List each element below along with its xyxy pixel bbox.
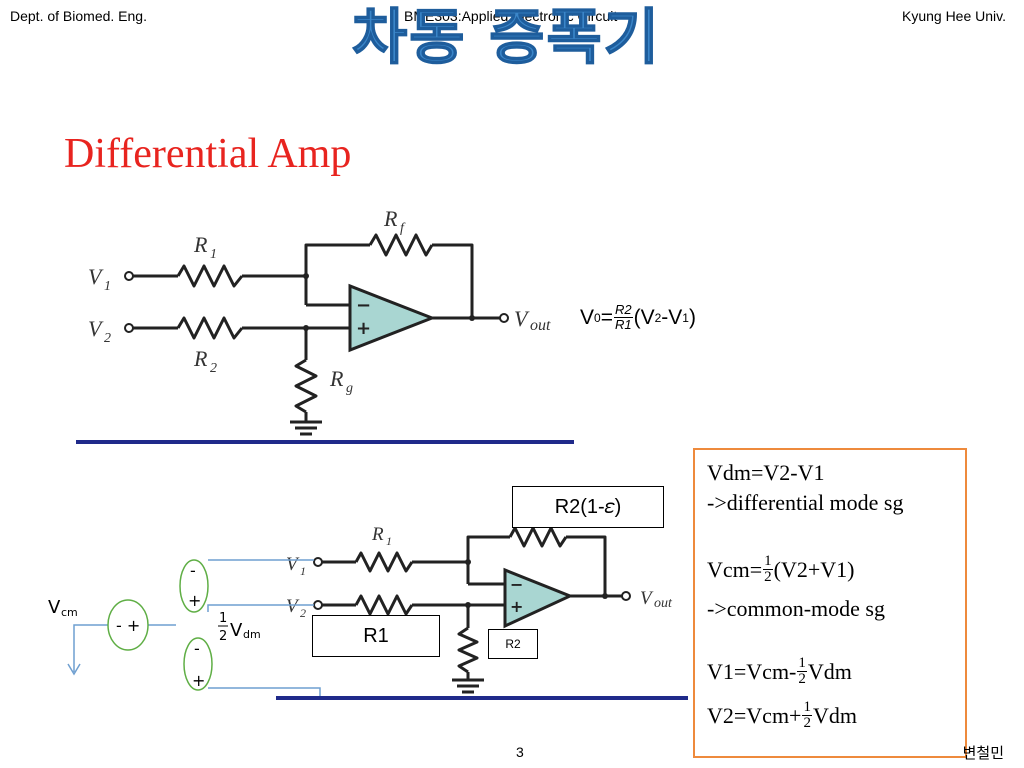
v1-def-post: Vdm xyxy=(807,658,852,684)
bottom-circuit-diagram: V 1 V 2 R 1 V out − + - + - + - + V cm 1… xyxy=(48,524,673,698)
top-circuit-diagram: V 1 V 2 R 1 R 2 R f R g V out − + xyxy=(88,206,551,436)
header-course: BME303:Applied Electronic Circuit xyxy=(404,8,618,24)
top-r1-label: R xyxy=(193,232,208,257)
top-rf-sub: f xyxy=(400,221,406,236)
top-r2-sub: 2 xyxy=(210,361,217,376)
differential-mode-note: ->differential mode sg xyxy=(707,490,904,515)
top-v2-sub: 2 xyxy=(104,331,111,346)
formula-lhs-sub: 0 xyxy=(594,310,601,325)
section-divider xyxy=(76,440,574,444)
bottom-v2-sub: 2 xyxy=(300,606,306,620)
top-opamp-plus: + xyxy=(356,318,371,339)
formula-eq: = xyxy=(600,305,613,329)
diff-source-top xyxy=(179,559,209,613)
bottom-vout-sub: out xyxy=(654,596,673,611)
header-dept: Dept. of Biomed. Eng. xyxy=(10,8,147,24)
formula-paren-open: (V xyxy=(633,305,655,329)
v2-def-den: 2 xyxy=(803,715,811,731)
common-mode-source xyxy=(107,599,149,651)
formula-dash: -V xyxy=(661,305,683,329)
top-v1-sub: 1 xyxy=(104,279,111,294)
vcm-def-pre: Vcm= xyxy=(707,556,763,582)
diff-bottom-plus: + xyxy=(192,671,205,690)
top-v2-label: V xyxy=(88,316,104,341)
common-mode-note: ->common-mode sg xyxy=(707,596,885,621)
v1-def-num: 1 xyxy=(797,655,807,672)
top-opamp xyxy=(348,283,437,353)
diff-source-bottom xyxy=(183,637,213,691)
author-name: 변철민 xyxy=(962,744,1004,762)
bottom-r1-label: R xyxy=(371,524,384,545)
vdm-label: V xyxy=(230,620,243,641)
top-r1-sub: 1 xyxy=(210,247,217,262)
top-v1-label: V xyxy=(88,264,104,289)
r2-box: R2 xyxy=(488,629,538,659)
header-university: Kyung Hee Univ. xyxy=(901,8,1006,24)
formula-denominator: R1 xyxy=(614,317,632,332)
vcm-def-post: (V2+V1) xyxy=(773,556,855,582)
r1-box: R1 xyxy=(312,615,440,657)
top-rg-sub: g xyxy=(346,381,353,396)
formula-sub1: 1 xyxy=(682,310,689,325)
v1-def-pre: V1=Vcm- xyxy=(707,658,797,684)
common-mode-source-sign: - + xyxy=(116,616,140,635)
vdm-numerator: 1 xyxy=(219,611,227,626)
formula-numerator: R2 xyxy=(613,302,633,318)
bottom-r1-sub: 1 xyxy=(386,534,392,548)
v2-def-pre: V2=Vcm+ xyxy=(707,702,802,728)
bottom-v1-label: V xyxy=(286,554,300,575)
diff-top-plus: + xyxy=(188,591,201,610)
title-korean: 차동 증폭기 xyxy=(351,2,661,74)
formula-paren-close: ) xyxy=(688,305,696,329)
vcm-sub: cm xyxy=(61,606,78,619)
v2-def-post: Vdm xyxy=(812,702,857,728)
formula-sub2: 2 xyxy=(654,310,662,325)
vdm-definition: Vdm=V2-V1 xyxy=(707,460,825,485)
bottom-v2-label: V xyxy=(286,596,300,617)
bottom-opamp xyxy=(503,567,574,629)
bottom-vout-label: V xyxy=(640,588,654,609)
bottom-opamp-plus: + xyxy=(510,597,523,616)
bottom-v1-sub: 1 xyxy=(300,564,306,578)
top-rg-label: R xyxy=(329,366,344,391)
formula-lhs: V xyxy=(580,305,595,329)
vdm-sub: dm xyxy=(243,628,261,641)
formula-fraction: R2 R1 xyxy=(613,302,633,332)
vdm-denominator: 2 xyxy=(219,629,227,644)
vcm-def-num: 1 xyxy=(763,553,773,570)
v1-def-den: 2 xyxy=(798,671,806,687)
bottom-opamp-minus: − xyxy=(510,575,523,594)
vcm-def-den: 2 xyxy=(764,569,772,585)
top-rf-label: R xyxy=(383,206,398,231)
diff-top-minus: - xyxy=(190,561,196,580)
diff-bottom-minus: - xyxy=(194,639,200,658)
bottom-rule xyxy=(276,696,688,700)
top-vout-label: V xyxy=(514,306,530,331)
r2-epsilon-box: R2(1-𝜀) xyxy=(512,486,664,528)
title-english: Differential Amp xyxy=(64,131,352,177)
top-vout-sub: out xyxy=(530,317,551,334)
top-r2-label: R xyxy=(193,346,208,371)
vcm-label: V xyxy=(48,597,61,618)
page-number: 3 xyxy=(516,744,524,760)
v2-def-num: 1 xyxy=(802,699,812,716)
top-opamp-minus: − xyxy=(356,295,371,316)
